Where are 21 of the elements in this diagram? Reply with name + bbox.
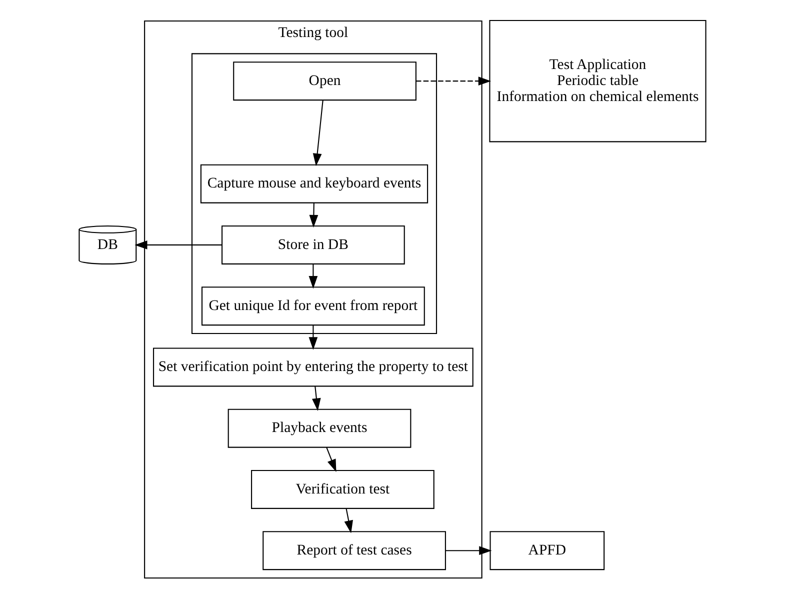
arrow bbox=[312, 386, 321, 411]
arrow bbox=[308, 264, 318, 289]
node-box: Capture mouse and keyboard events bbox=[200, 164, 428, 204]
node-box: Test Application Periodic table Information on chemical elements bbox=[489, 20, 706, 142]
arrow bbox=[309, 202, 318, 228]
node-box: Verification test bbox=[251, 470, 434, 509]
arrow bbox=[446, 546, 492, 556]
node-box: Get unique Id for event from report bbox=[201, 286, 425, 326]
cluster bbox=[191, 53, 438, 334]
arrow bbox=[308, 325, 318, 350]
node-box: Set verification point by entering the property to test bbox=[153, 348, 474, 387]
arrow bbox=[312, 100, 324, 166]
node-box: Report of test cases bbox=[262, 531, 446, 570]
node-box: Playback events bbox=[228, 408, 412, 448]
arrow bbox=[344, 508, 353, 534]
node-box: APFD bbox=[490, 531, 605, 570]
node-box: Store in DB bbox=[222, 225, 405, 264]
arrow bbox=[416, 76, 492, 86]
arrow bbox=[134, 240, 222, 250]
arrow bbox=[326, 447, 336, 472]
node-box: Open bbox=[233, 62, 416, 101]
